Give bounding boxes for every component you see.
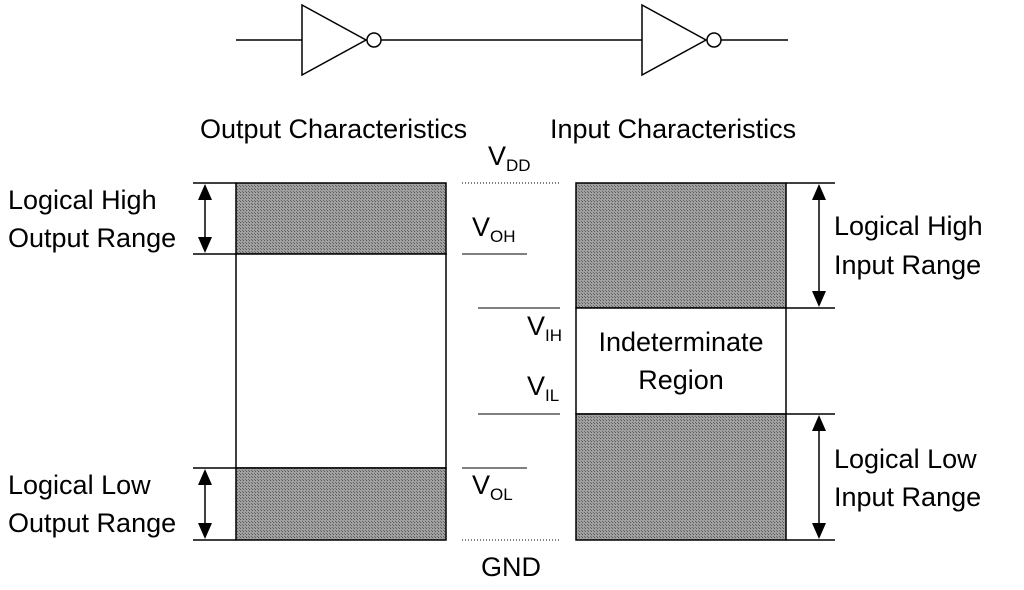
inverter-gate-icon <box>301 3 382 77</box>
voh-label: VOH <box>472 212 516 246</box>
vdd-label: VDD <box>488 141 531 175</box>
right-arrows <box>786 182 835 541</box>
logical-low-input-label-line2: Input Range <box>834 482 981 512</box>
gnd-label: GND <box>481 552 541 582</box>
logical-high-output-label-line2: Output Range <box>8 223 176 253</box>
logical-high-output-label-line1: Logical High <box>8 185 157 215</box>
indeterminate-region <box>575 307 787 415</box>
input-high-band <box>575 182 787 309</box>
input-low-band <box>575 413 787 541</box>
output-column <box>235 182 447 541</box>
logical-low-output-label-line2: Output Range <box>8 508 176 538</box>
vil-label: VIL <box>527 371 559 405</box>
inverter-gate-icon <box>641 3 722 77</box>
double-arrow-icon <box>198 469 212 539</box>
double-arrow-icon <box>198 184 212 253</box>
double-arrow-icon <box>812 415 826 539</box>
output-low-band <box>235 467 447 541</box>
vih-label: VIH <box>527 311 562 345</box>
voltage-lines <box>462 182 560 541</box>
inverter-chain <box>236 3 788 77</box>
double-arrow-icon <box>812 184 826 307</box>
input-column <box>575 182 787 541</box>
indeterminate-label-line2: Region <box>638 365 724 395</box>
left-arrows <box>193 182 236 541</box>
logical-high-input-label-line2: Input Range <box>834 250 981 280</box>
output-middle-area <box>235 253 447 469</box>
indeterminate-label-line1: Indeterminate <box>598 327 763 357</box>
logical-low-input-label-line1: Logical Low <box>834 444 977 474</box>
input-characteristics-header: Input Characteristics <box>550 114 796 144</box>
logical-high-input-label-line1: Logical High <box>834 211 983 241</box>
output-high-band <box>235 182 447 255</box>
vol-label: VOL <box>472 470 513 504</box>
logical-low-output-label-line1: Logical Low <box>8 470 151 500</box>
output-characteristics-header: Output Characteristics <box>200 114 467 144</box>
